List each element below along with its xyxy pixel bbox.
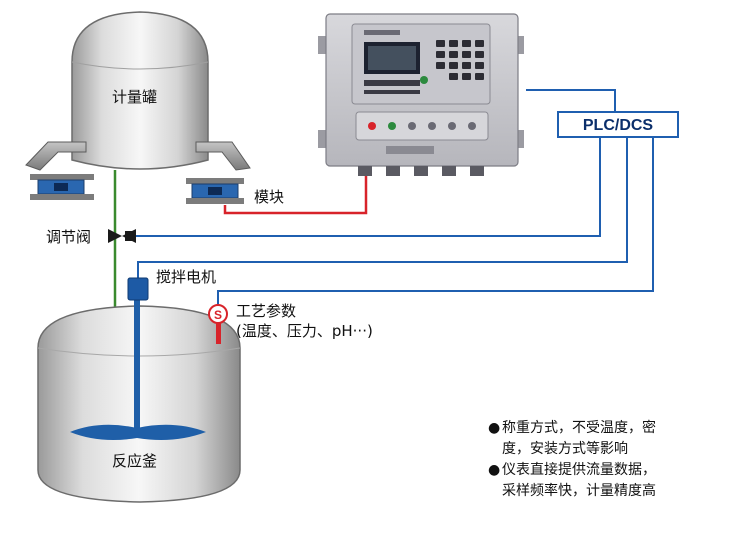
note-bullet: ● xyxy=(488,420,501,436)
left-bracket xyxy=(25,141,87,171)
right-bracket xyxy=(195,141,251,171)
terminal-plc-line xyxy=(526,89,616,112)
stirring-motor-label: 搅拌电机 xyxy=(156,268,217,286)
module-cable xyxy=(223,176,368,215)
control-valve-label: 调节阀 xyxy=(46,228,92,246)
note-item: ● 仪表直接提供流量数据， 采样频率快，计量精度高 xyxy=(488,460,738,502)
plc-motor-line xyxy=(137,137,628,278)
measuring-tank xyxy=(71,11,209,170)
process-params-detail: (温度、压力、pH···) xyxy=(236,322,373,340)
process-params-title: 工艺参数 xyxy=(236,302,297,320)
feature-notes: ● 称重方式，不受温度，密 度，安装方式等影响 ● 仪表直接提供流量数据， 采样… xyxy=(488,418,738,502)
note-bullet: ● xyxy=(488,462,501,478)
motor-icon xyxy=(127,277,149,301)
note-line: 采样频率快，计量精度高 xyxy=(502,483,656,499)
load-cell-module-icon xyxy=(186,178,244,204)
plc-dcs-box xyxy=(557,111,679,138)
note-line: 度，安装方式等影响 xyxy=(502,441,628,457)
module-label: 模块 xyxy=(254,188,285,206)
sensor-symbol: S xyxy=(214,308,222,322)
weighing-terminal-icon xyxy=(318,13,524,176)
note-line: 仪表直接提供流量数据， xyxy=(502,462,656,478)
sensor-icon: S xyxy=(208,304,228,344)
note-item: ● 称重方式，不受温度，密 度，安装方式等影响 xyxy=(488,418,738,460)
plc-dcs-label: PLC/DCS xyxy=(583,117,654,134)
reactor-label: 反应釜 xyxy=(112,452,158,470)
agitator-icon xyxy=(70,300,206,440)
plc-valve-line xyxy=(128,137,601,237)
note-line: 称重方式，不受温度，密 xyxy=(502,420,656,436)
valve-icon xyxy=(108,229,136,243)
plc-sensor-line xyxy=(217,137,654,306)
measuring-tank-label: 计量罐 xyxy=(112,88,158,106)
left-load-cell-icon xyxy=(30,174,94,200)
